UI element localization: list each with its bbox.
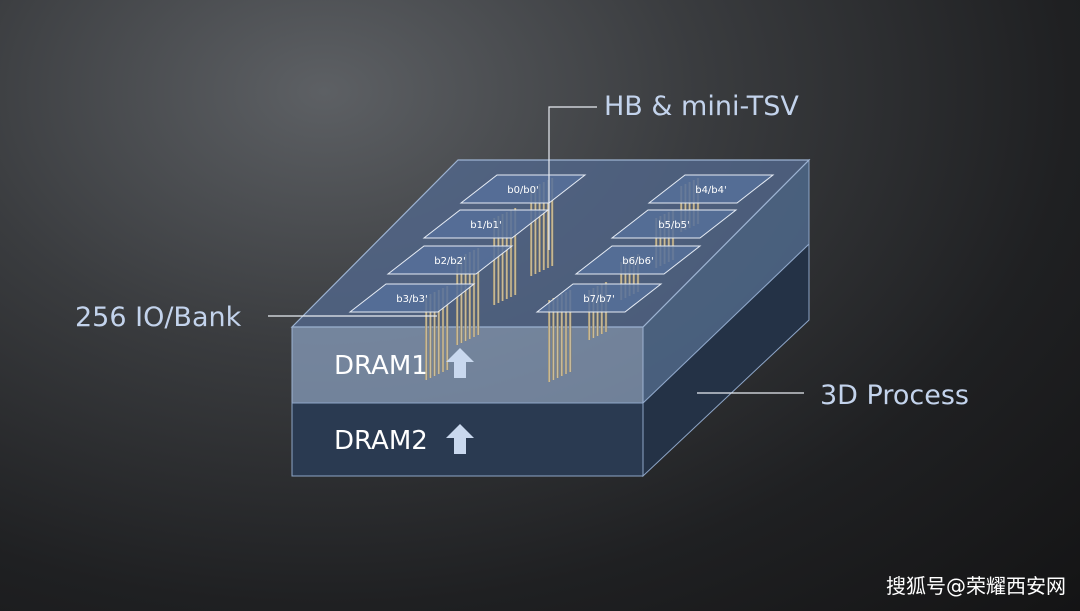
bank-label: b0/b0' [507, 185, 539, 196]
bank-tile [386, 245, 514, 275]
tsv-pillar [530, 188, 533, 276]
tsv-pillar [425, 296, 428, 380]
up-arrow-icon [446, 424, 474, 454]
tsv-pillar [468, 252, 471, 339]
tsv-pillar [569, 290, 572, 372]
up-arrow-icon [446, 348, 474, 378]
tsv-pillar [464, 254, 467, 341]
process-callout: 3D Process [820, 380, 969, 411]
tsv-pillar [551, 178, 554, 266]
bank-label: b4/b4' [695, 185, 727, 196]
tsv-pillar [560, 294, 563, 376]
tsv-pillar [659, 216, 662, 266]
tsv-pillar [684, 184, 687, 230]
bank-tile [647, 174, 775, 204]
tsv-pillar [632, 256, 635, 294]
bank-tile [348, 283, 476, 313]
tsv-pillar [477, 248, 480, 335]
tsv-pillar [546, 180, 550, 268]
bank-label: b3/b3' [396, 294, 428, 305]
tsv-pillar [552, 298, 555, 380]
tsv-pillar [655, 218, 658, 268]
bank-tile [535, 283, 663, 313]
tsv-pillar [493, 218, 496, 305]
tsv-pillar [680, 186, 683, 232]
bank-label: b2/b2' [434, 256, 466, 267]
tsv-pillar [441, 288, 445, 372]
tsv-pillar [588, 290, 591, 340]
tsv-pillar [429, 294, 432, 378]
bank-label: b1/b1' [470, 220, 502, 231]
io-bank-callout: 256 IO/Bank [75, 302, 242, 333]
tsv-pillar [538, 184, 541, 272]
tsv-pillar [556, 296, 559, 378]
bank-tile [422, 209, 550, 239]
tsv-pillar [592, 288, 595, 338]
tsv-pillar [472, 250, 476, 337]
tsv-pillar [620, 262, 623, 300]
tsv-pillar [564, 292, 568, 374]
dram2-label: DRAM2 [334, 426, 428, 456]
tsv-pillar [548, 300, 551, 382]
tsv-pillar [437, 290, 440, 374]
tsv-pillar [505, 212, 508, 299]
dram1-layer-face [291, 326, 644, 404]
tsv-pillar [514, 208, 517, 295]
tsv-pillar [663, 214, 666, 264]
bank-label: b7/b7' [583, 294, 615, 305]
bank-tile [574, 245, 702, 275]
tsv-pillar [688, 182, 691, 228]
dram1-label: DRAM1 [334, 351, 428, 381]
bank-tile [610, 209, 738, 239]
tsv-pillar [509, 210, 513, 297]
tsv-pillar [628, 258, 631, 296]
tsv-pillar [624, 260, 627, 298]
bank-label: b5/b5' [658, 220, 690, 231]
hb-tsv-leader-line [548, 106, 597, 250]
dram2-layer-face [291, 402, 644, 477]
tsv-pillar [433, 292, 436, 376]
bank-label: b6/b6' [622, 256, 654, 267]
tsv-pillar [456, 258, 459, 345]
tsv-pillar [501, 214, 504, 301]
tsv-pillar [534, 186, 537, 274]
watermark-text: 搜狐号@荣耀西安网 [886, 574, 1066, 598]
tsv-pillar [497, 216, 500, 303]
tsv-pillar [542, 182, 545, 270]
hb-tsv-callout: HB & mini-TSV [604, 91, 799, 122]
tsv-pillar [460, 256, 463, 343]
tsv-pillar [446, 286, 449, 370]
